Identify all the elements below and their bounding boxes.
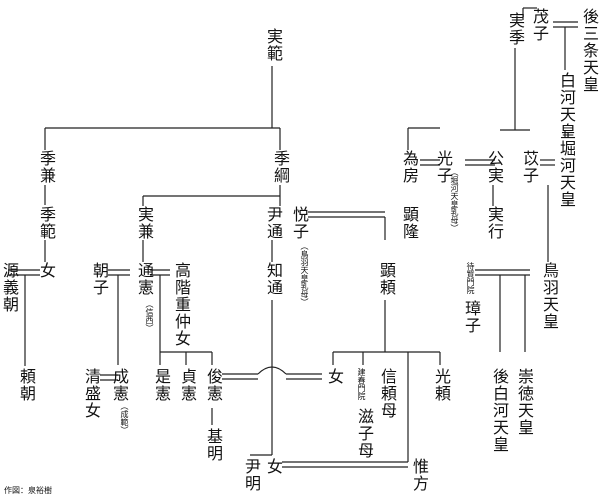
koretaka: 惟方 bbox=[410, 458, 429, 492]
suekane: 季兼 bbox=[37, 150, 56, 184]
daughter-of-suenori: 女 bbox=[37, 262, 56, 279]
tomoko: 朝子 bbox=[90, 262, 109, 296]
go-shirakawa-emperor: 後白河天皇 bbox=[490, 368, 509, 453]
shoshi: 璋子 bbox=[462, 300, 481, 334]
credit-text: 作図：泉裕樹 bbox=[4, 486, 52, 495]
suenori: 季範 bbox=[37, 206, 56, 240]
mitsuyori: 光頼 bbox=[432, 368, 451, 402]
motoakira: 基明 bbox=[204, 428, 223, 462]
daughter-of-tomomichi: 女 bbox=[264, 458, 283, 475]
sanenori: 実範 bbox=[264, 28, 283, 62]
sanekane: 実兼 bbox=[135, 206, 154, 240]
tamefusa: 為房 bbox=[400, 150, 419, 184]
kenshunmonin-note: 建春門院 bbox=[357, 368, 366, 400]
shigeko: 茂子 bbox=[530, 8, 549, 42]
go-sanjo-emperor: 後三条天皇 bbox=[580, 8, 599, 93]
horikawa-emperor: 堀河天皇 bbox=[557, 140, 576, 208]
kiyomori-daughter: 清盛女 bbox=[82, 368, 101, 419]
tadaakira: 尹明 bbox=[242, 458, 261, 492]
shigenori-note: （成範） bbox=[120, 402, 129, 434]
tomomichi: 知通 bbox=[264, 262, 283, 296]
mitsuko-note: （堀河天皇乳母） bbox=[450, 168, 459, 232]
michinori: 通憲 bbox=[135, 262, 154, 296]
sadanori: 貞憲 bbox=[178, 368, 197, 402]
toba-emperor: 鳥羽天皇 bbox=[540, 262, 559, 330]
kinzane: 公実 bbox=[485, 150, 504, 184]
minamoto-yoshitomo: 源義朝 bbox=[0, 262, 19, 313]
shirakawa-emperor: 白河天皇 bbox=[557, 72, 576, 140]
ishi: 苡子 bbox=[520, 150, 539, 184]
shoshi-note: 待賢門院 bbox=[466, 262, 475, 294]
toshinori: 俊憲 bbox=[204, 368, 223, 402]
nobuyori-mother: 信頼母 bbox=[378, 368, 397, 419]
michinori-note: （信西） bbox=[145, 300, 154, 332]
etsuko-note: （鳥羽天皇乳母） bbox=[300, 242, 309, 306]
suetsuna: 季綱 bbox=[271, 150, 290, 184]
shigenori: 成憲 bbox=[110, 368, 129, 402]
mitsuko: 光子 bbox=[434, 150, 453, 184]
akiyori: 顕頼 bbox=[377, 262, 396, 296]
saneyuki: 実行 bbox=[485, 206, 504, 240]
akitaka: 顕隆 bbox=[400, 206, 419, 240]
korenori: 是憲 bbox=[152, 368, 171, 402]
daughter-of-akiyori: 女 bbox=[325, 368, 344, 385]
etsuko: 悦子 bbox=[290, 206, 309, 240]
kenshunmonin-mother: 滋子母 bbox=[355, 408, 374, 459]
sutoku-emperor: 崇徳天皇 bbox=[515, 368, 534, 436]
sanesue: 実季 bbox=[506, 12, 525, 46]
takashina-shigenaka-daughter: 高階重仲女 bbox=[172, 262, 191, 347]
yoritomo: 頼朝 bbox=[17, 368, 36, 402]
tadamichi: 尹通 bbox=[264, 206, 283, 240]
